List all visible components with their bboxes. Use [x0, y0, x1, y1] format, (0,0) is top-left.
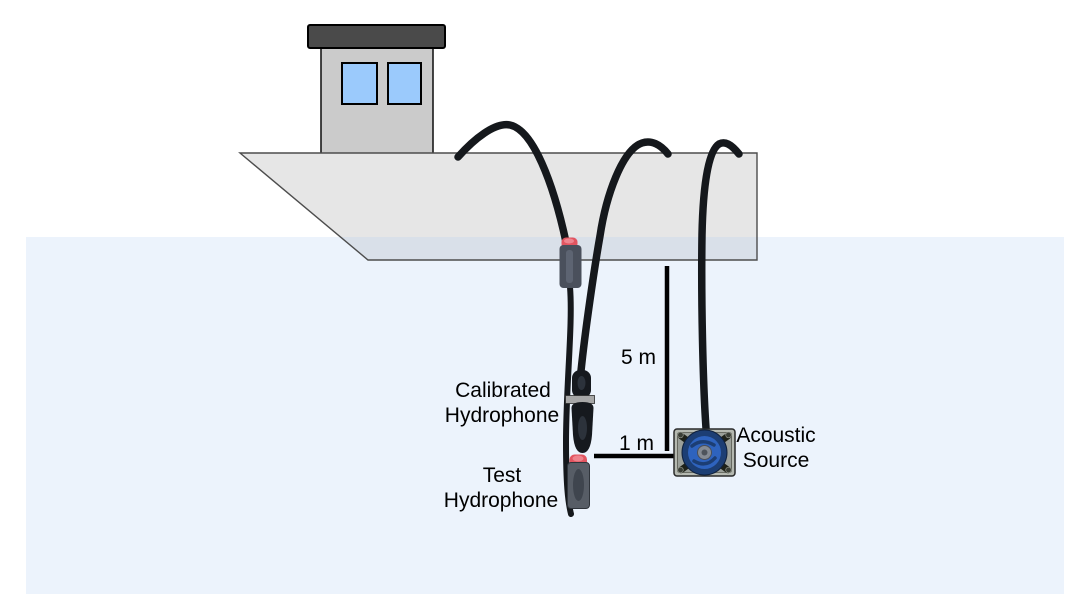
surface-connector-cap-highlight — [564, 238, 574, 244]
calibrated-hydrophone-label-line2: Hydrophone — [445, 404, 559, 427]
cable-acoustic-source — [697, 139, 743, 432]
cable-test-hydrophone — [454, 120, 570, 246]
surface-connector — [559, 237, 582, 288]
acoustic-source-device — [673, 428, 736, 477]
calibrated-hydrophone-lower-highlight — [578, 416, 587, 440]
hull-outline — [238, 152, 758, 261]
test-hydrophone-body-shade — [573, 469, 584, 501]
cabin-window-left — [341, 62, 378, 105]
water-area — [26, 237, 1064, 594]
measurements — [594, 266, 675, 459]
distance-label: 1 m — [619, 432, 654, 455]
test-hydrophone — [567, 454, 590, 509]
fan-blade-swirl — [690, 440, 717, 466]
test-hydrophone-cap-highlight — [572, 455, 584, 462]
boat — [238, 24, 758, 261]
boat-hull — [240, 153, 757, 260]
calibrated-hydrophone-upper-highlight — [577, 376, 586, 390]
fan-hub-screw — [701, 449, 708, 456]
calibrated-hydrophone-label-line1: Calibrated — [455, 379, 551, 402]
hull-submerged-tint — [240, 237, 757, 260]
depth-label: 5 m — [621, 346, 656, 369]
test-hydrophone-label-line2: Hydrophone — [444, 489, 558, 512]
diagram-labels: 5 m 1 m Calibrated Hydrophone Test Hydro… — [444, 346, 816, 512]
surface-connector-highlight — [566, 250, 573, 283]
acoustic-source-label-line1: Acoustic — [736, 424, 815, 447]
test-hydrophone-label-line1: Test — [483, 464, 522, 487]
cabin-window-right — [387, 62, 422, 105]
acoustic-source-label-line2: Source — [743, 449, 810, 472]
fan-corner-screws — [677, 431, 732, 474]
cable-calibrated-hydrophone — [577, 138, 672, 375]
calibrated-hydrophone — [565, 370, 595, 453]
boat-roof — [307, 24, 446, 49]
